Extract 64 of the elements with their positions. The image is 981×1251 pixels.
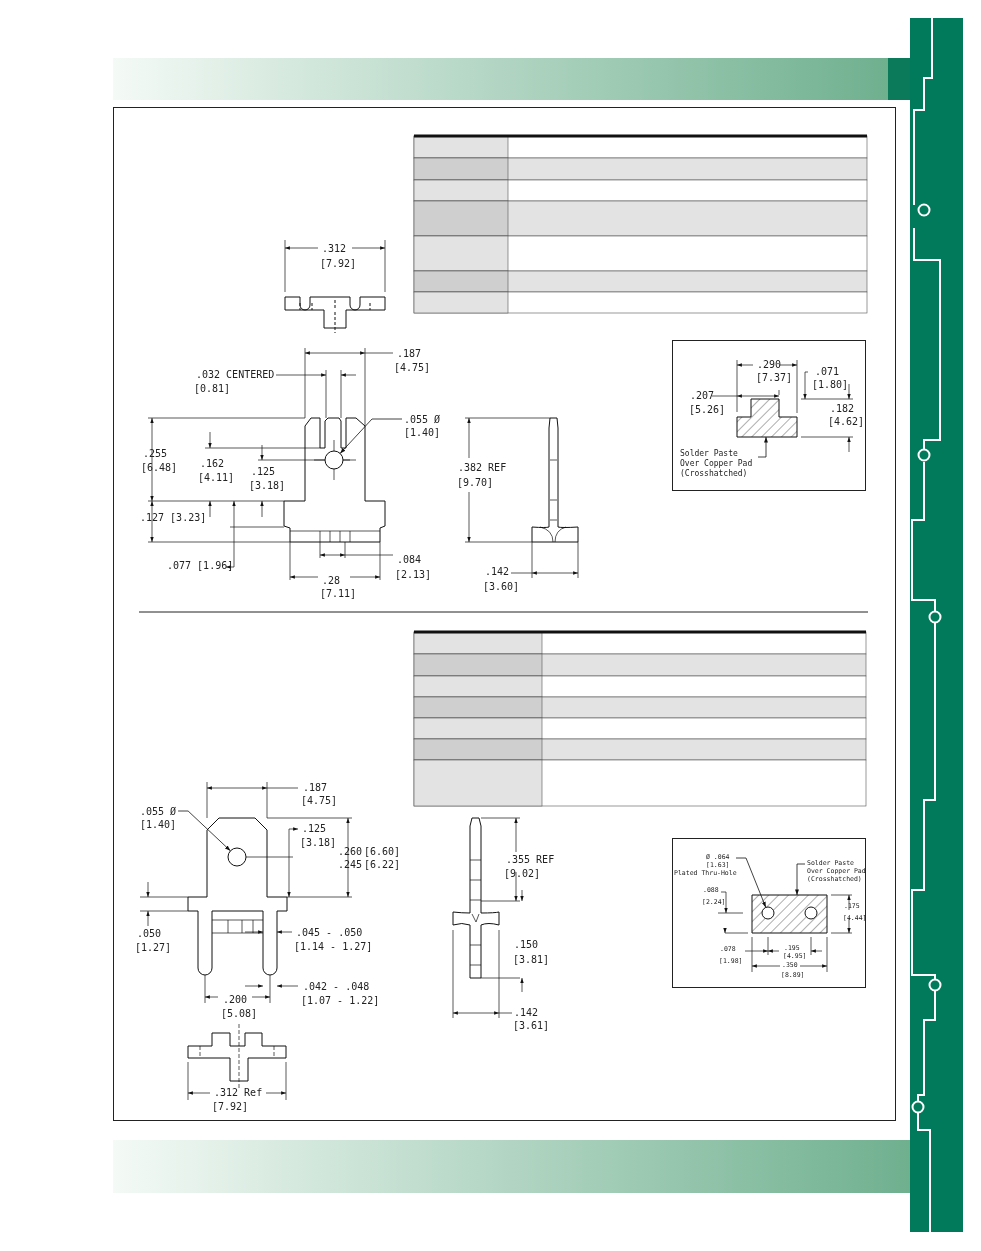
dimension-label: [9.02]: [504, 868, 541, 880]
dimension-label: .200: [223, 994, 248, 1006]
solder-pad: [736, 398, 798, 438]
dimension-label: [7.11]: [320, 588, 357, 600]
dimension-label: .382 REF: [458, 462, 507, 474]
dimension-label: .071: [815, 366, 840, 378]
dimension-label: .162: [200, 458, 225, 470]
dimension-label: .187: [303, 782, 328, 794]
dimension-label: .150: [514, 939, 539, 951]
dimension-label: [1.07 - 1.22]: [301, 995, 380, 1007]
callout-label: .055 Ø: [404, 414, 441, 427]
dimension-label: [3.61]: [513, 1020, 550, 1032]
dimension-label: [7.37]: [756, 372, 793, 384]
dimension-label: .312: [322, 243, 347, 255]
dimension-label: .290: [757, 359, 782, 371]
dimension-label: .042 - .048: [303, 981, 370, 993]
dimension-label: [7.92]: [320, 258, 357, 270]
dimension-label: [6.60]: [364, 846, 401, 858]
dimension-label: .045 - .050: [296, 927, 363, 939]
callout-label: Solder Paste Over Copper Pad (Crosshatched): [680, 449, 754, 479]
dimension-label: [4.75]: [301, 795, 338, 807]
callout-label: [1.40]: [140, 818, 177, 831]
dimension-label: .084: [397, 554, 422, 566]
dimension-label: .050: [137, 928, 162, 940]
dimension-label: [5.26]: [689, 404, 726, 416]
dimension-label: .355 REF: [506, 854, 555, 866]
dimension-label: [6.22]: [364, 859, 401, 871]
mounting-hole: [324, 450, 344, 470]
dimension-label: [4.62]: [828, 416, 865, 428]
dimension-label: [9.70]: [457, 477, 494, 489]
dimension-label: .142: [514, 1007, 539, 1019]
dimension-label: [3.18]: [300, 837, 337, 849]
dimension-label: [4.75]: [394, 362, 431, 374]
dimension-label: .245: [338, 859, 363, 871]
solder-pad: [751, 894, 828, 934]
dimension-label: .182: [830, 403, 855, 415]
dimension-label: .032 CENTERED: [196, 369, 275, 381]
dimension-label: .187: [397, 348, 422, 360]
dimension-label: [3.60]: [483, 581, 520, 593]
dimension-label: [1.27]: [135, 942, 172, 954]
dimension-label: .125: [251, 466, 276, 478]
dimension-label: .127 [3.23]: [140, 512, 207, 524]
dimension-label: .28: [322, 575, 341, 587]
callout-label: .055 Ø: [140, 806, 177, 819]
dimension-label: .142: [485, 566, 510, 578]
dimension-label: [0.81]: [194, 383, 231, 395]
dimension-label: [2.13]: [395, 569, 432, 581]
dimension-label: [4.11]: [198, 472, 235, 484]
dimension-label: [6.48]: [141, 462, 178, 474]
dimension-label: [3.18]: [249, 480, 286, 492]
dimension-label: [7.92]: [212, 1101, 249, 1113]
callout-label: [1.40]: [404, 426, 441, 439]
dimension-label: [3.81]: [513, 954, 550, 966]
dimension-label: [5.08]: [221, 1008, 258, 1020]
dimension-label: .260: [338, 846, 363, 858]
dimension-label: .125: [302, 823, 327, 835]
dimension-label: .207: [690, 390, 715, 402]
dimension-label: [1.80]: [812, 379, 849, 391]
plated-through-hole: [761, 906, 775, 920]
dimension-label: .077 [1.96]: [167, 560, 234, 572]
dimension-label: .312 Ref: [214, 1087, 263, 1099]
dimension-label: [1.14 - 1.27]: [294, 941, 373, 953]
dimension-label: .255: [143, 448, 168, 460]
mounting-hole: [227, 847, 247, 867]
